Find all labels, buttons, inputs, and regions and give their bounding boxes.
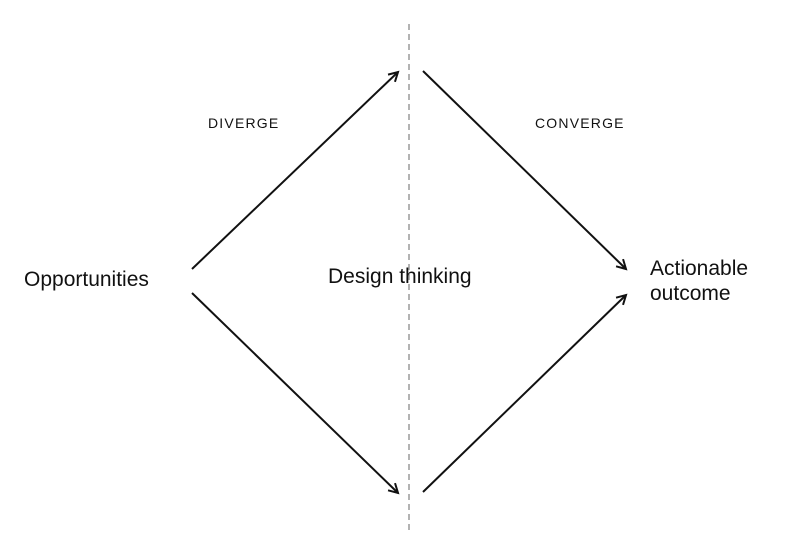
converge-label: CONVERGE [535,115,625,131]
diverge-label: DIVERGE [208,115,280,131]
actionable-outcome-line-2: outcome [650,282,731,305]
converge-upper-arrow [422,70,626,269]
converge-lower-arrow [422,295,626,493]
actionable-outcome-label: Actionable outcome [650,256,748,306]
design-thinking-label: Design thinking [328,265,472,288]
diverge-upper-arrow [191,72,398,270]
diverge-lower-arrow [191,292,398,493]
actionable-outcome-line-1: Actionable [650,257,749,280]
opportunities-label: Opportunities [24,268,149,291]
